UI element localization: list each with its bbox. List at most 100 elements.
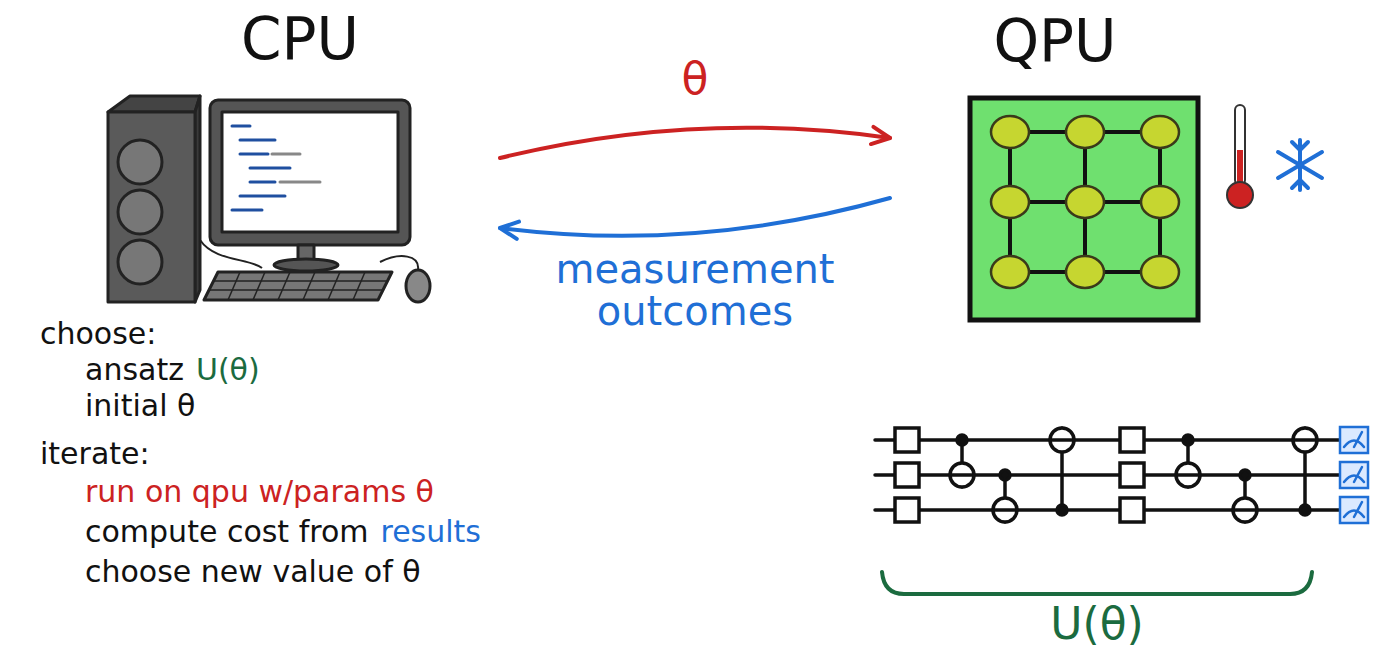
quantum-circuit-part [1340, 427, 1368, 523]
quantum-circuit-part [1000, 470, 1010, 480]
quantum-circuit-part [1354, 467, 1362, 482]
computer-illustration-part [222, 112, 398, 232]
quantum-circuit-part [1176, 473, 1200, 477]
computer-illustration-part [274, 259, 338, 271]
thermometer-symbol [1227, 105, 1253, 208]
quantum-circuit-part [1300, 505, 1310, 515]
step-text: initial θ [85, 388, 195, 424]
node-heading: QPU [890, 10, 1220, 74]
quantum-circuit-part [1057, 505, 1067, 515]
quantum-circuit-part [875, 508, 1340, 512]
step-text: results [380, 514, 481, 550]
computer-illustration-part [250, 167, 290, 170]
qpu-chip-part [1010, 132, 1160, 272]
quantum-circuit-part [1354, 502, 1362, 517]
quantum-circuit-part [1293, 428, 1317, 452]
result-arrow [500, 198, 890, 239]
computer-illustration-part [303, 272, 315, 300]
snowflake-symbol-part [1278, 152, 1322, 178]
snowflake-symbol-part [1278, 152, 1322, 178]
computer-illustration-part [118, 240, 162, 284]
computer-illustration-part [200, 240, 262, 268]
computer-illustration-part [232, 126, 320, 210]
snowflake-symbol [1278, 140, 1322, 190]
quantum-circuit-part [1176, 463, 1200, 487]
qpu-chip-part [991, 116, 1029, 148]
computer-illustration [108, 96, 430, 302]
computer-illustration-part [118, 190, 162, 234]
quantum-circuit-part [1050, 438, 1074, 442]
step-text: compute cost from [85, 514, 368, 550]
arrow-label: measurement outcomes [495, 248, 895, 332]
computer-illustration-part [210, 100, 410, 245]
step-heading: iterate: [40, 436, 150, 472]
qpu-chip-part [1066, 186, 1104, 218]
connector-line [500, 198, 890, 236]
circuit-label: U(θ) [1050, 598, 1143, 651]
computer-illustration-part [108, 96, 200, 112]
qpu-chip-part [991, 186, 1029, 218]
qpu-chip-part [991, 116, 1179, 288]
quantum-circuit-part [1120, 498, 1144, 522]
arrowhead [500, 222, 519, 239]
snowflake-symbol-part [1300, 142, 1308, 150]
qpu-chip-part [991, 256, 1029, 288]
qpu-chip-part [1141, 256, 1179, 288]
computer-illustration-part [240, 195, 285, 198]
computer-illustration-part [250, 181, 275, 184]
qpu-chip-part [1141, 116, 1179, 148]
connector-line [500, 128, 890, 158]
quantum-circuit-part [957, 435, 967, 445]
step-text: ansatz [85, 352, 184, 388]
node-heading: CPU [100, 8, 500, 72]
qpu-chip-part [970, 98, 1198, 320]
arrowhead [871, 127, 890, 144]
computer-illustration-part [253, 272, 265, 300]
qpu-node: QPU [890, 10, 1220, 325]
qpu-chip-part [1066, 116, 1104, 148]
quantum-circuit-part [1120, 428, 1144, 452]
ansatz-symbol: U(θ) [196, 352, 260, 388]
quantum-circuit-part [1050, 428, 1074, 452]
computer-illustration-part [240, 139, 275, 142]
thermometer-symbol-part [1237, 150, 1243, 185]
computer-illustration-part [232, 125, 250, 128]
quantum-circuit-part [1340, 497, 1368, 523]
computer-illustration-part [210, 272, 388, 300]
request-arrow [500, 127, 890, 158]
qpu-chip-part [1066, 256, 1104, 288]
computer-illustration-part [278, 272, 290, 300]
computer-illustration-part [232, 209, 262, 212]
quantum-circuit-part [1233, 508, 1257, 512]
thermometer-symbol-part [1227, 182, 1253, 208]
quantum-circuit-part [895, 428, 1144, 522]
quantum-circuit-part [1340, 462, 1368, 488]
computer-illustration-part [380, 256, 418, 270]
computer-illustration-part [118, 140, 162, 184]
quantum-circuit-part [1354, 432, 1362, 447]
thermometer-symbol-part [1235, 105, 1245, 185]
quantum-circuit-part [993, 498, 1017, 522]
step-heading: choose: [40, 316, 156, 352]
quantum-circuit-part [895, 463, 919, 487]
computer-illustration-part [280, 181, 320, 184]
computer-illustration-part [204, 272, 392, 300]
quantum-circuit-part [1340, 427, 1368, 453]
quantum-circuit-part [993, 508, 1017, 512]
quantum-circuit-part [1120, 463, 1144, 487]
computer-illustration-part [228, 272, 240, 300]
quantum-circuit-part [895, 428, 919, 452]
quantum-circuit-part [1240, 470, 1250, 480]
step-text: choose new value of θ [85, 554, 421, 590]
quantum-circuit [875, 427, 1368, 523]
parameter-label: θ [655, 56, 735, 102]
computer-illustration-part [353, 272, 365, 300]
quantum-circuit-part [950, 473, 974, 477]
qpu-chip [970, 98, 1198, 320]
quantum-circuit-part [1183, 435, 1193, 445]
cpu-node: CPU [100, 8, 500, 308]
snowflake-symbol-part [1300, 180, 1308, 188]
quantum-circuit-part [895, 498, 919, 522]
quantum-circuit-part [875, 473, 1340, 477]
quantum-circuit-part [1233, 498, 1257, 522]
